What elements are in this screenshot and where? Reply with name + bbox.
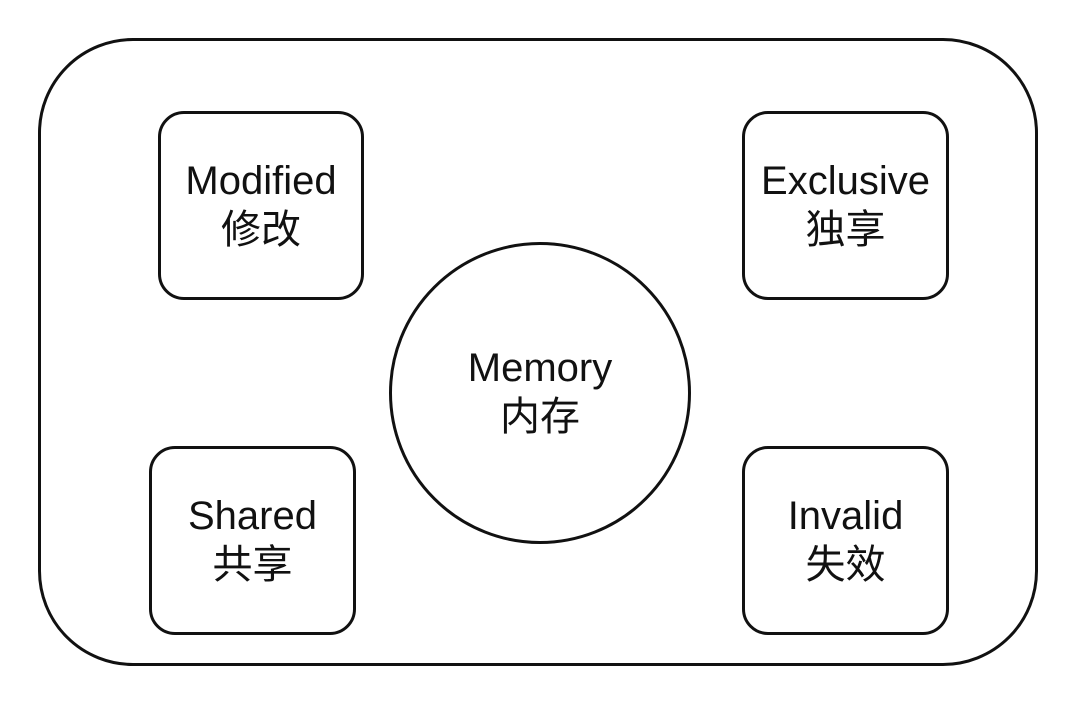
- state-box-modified: Modified 修改: [158, 111, 364, 300]
- state-box-invalid: Invalid 失效: [742, 446, 949, 635]
- memory-label-zh: 内存: [500, 394, 580, 440]
- state-box-exclusive: Exclusive 独享: [742, 111, 949, 300]
- state-label-en: Invalid: [787, 493, 904, 538]
- state-label-en: Shared: [188, 493, 317, 538]
- memory-label-en: Memory: [467, 346, 613, 391]
- outer-container: [38, 38, 1038, 666]
- state-label-zh: 独享: [805, 206, 886, 253]
- state-label-en: Modified: [185, 158, 337, 203]
- state-label-zh: 共享: [212, 541, 293, 588]
- memory-circle: Memory 内存: [389, 242, 691, 544]
- state-box-shared: Shared 共享: [149, 446, 356, 635]
- state-label-zh: 失效: [805, 541, 886, 588]
- state-label-en: Exclusive: [761, 158, 930, 203]
- state-label-zh: 修改: [221, 206, 301, 253]
